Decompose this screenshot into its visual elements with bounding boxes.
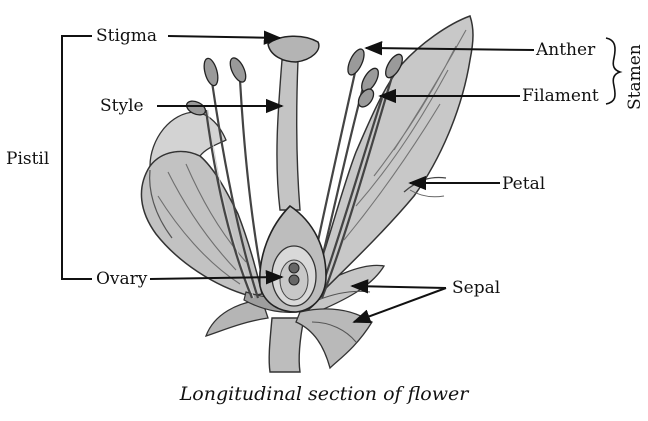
diagram-caption: Longitudinal section of flower bbox=[179, 383, 471, 405]
sepal-label: Sepal bbox=[452, 278, 500, 298]
anther-right-4 bbox=[357, 88, 375, 108]
petal-right bbox=[313, 15, 474, 297]
stamen-label: Stamen bbox=[625, 44, 645, 110]
pistil-bracket bbox=[61, 35, 92, 280]
anther-left-3 bbox=[185, 100, 207, 116]
anthers bbox=[185, 48, 403, 116]
sepal-left bbox=[204, 299, 269, 338]
stigma bbox=[267, 35, 320, 63]
sepal-pointer-upper bbox=[350, 279, 447, 294]
filament-label: Filament bbox=[522, 86, 599, 106]
anther-pointer bbox=[364, 40, 535, 56]
sepal-pointer-lower bbox=[352, 287, 447, 324]
petal-label: Petal bbox=[502, 174, 545, 194]
ovules bbox=[288, 262, 300, 286]
ovary-pointer bbox=[149, 270, 284, 285]
labels-and-pointers: Pistil Stigma Style Ovary Anther Filamen… bbox=[6, 26, 645, 405]
stigma-pointer bbox=[167, 30, 282, 45]
ovary-label: Ovary bbox=[96, 269, 148, 289]
anther-right-1 bbox=[347, 48, 365, 76]
anther-right-3 bbox=[385, 53, 403, 79]
pedicel bbox=[268, 317, 305, 373]
anther-left-1 bbox=[203, 57, 219, 87]
pistil-label: Pistil bbox=[6, 149, 49, 169]
stamen-brace bbox=[605, 37, 623, 105]
anther-label: Anther bbox=[535, 40, 596, 60]
flower-illustration bbox=[140, 15, 474, 373]
style-label: Style bbox=[100, 96, 144, 116]
stigma-label: Stigma bbox=[96, 26, 157, 46]
style bbox=[276, 59, 301, 211]
sepal-right-lower bbox=[295, 308, 373, 370]
anther-left-2 bbox=[229, 57, 247, 83]
petal-back-left bbox=[149, 111, 227, 168]
